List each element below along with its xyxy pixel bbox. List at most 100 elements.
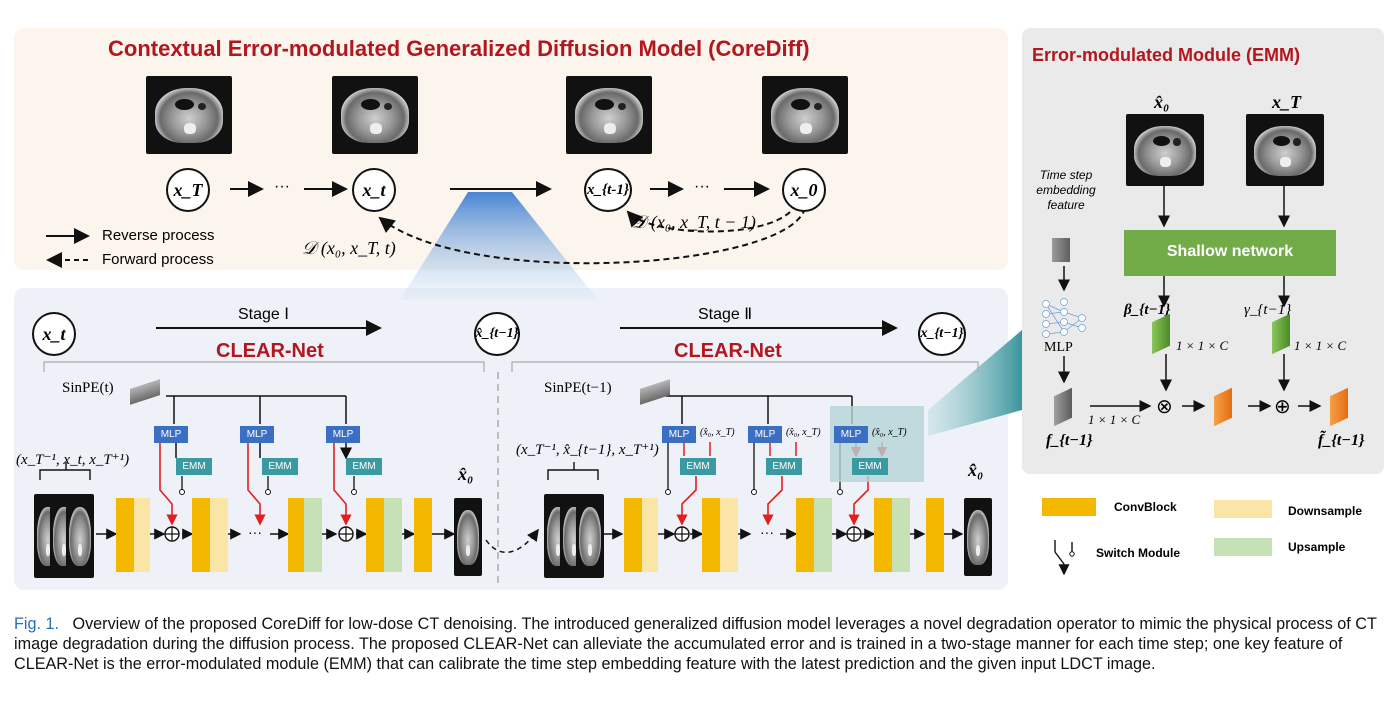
beta-label: β_{t−1} [1124, 302, 1171, 318]
legend-reverse-label: Reverse process [102, 227, 215, 244]
legend-downsample-label: Downsample [1288, 504, 1363, 518]
stage1-convblock-5 [414, 498, 432, 572]
stage1-input-node: x_t [32, 312, 76, 356]
ellipsis-2: ··· [694, 178, 710, 195]
stage2-convblock-3 [796, 498, 814, 572]
gamma-label: γ_{t−1} [1244, 302, 1292, 318]
forward-operator-label-t-1: 𝒟 (x₀, x_T, t − 1) [632, 212, 756, 232]
stage2-upsample-1 [814, 498, 832, 572]
emm-cone-shape [928, 330, 1022, 436]
stage2-ellipsis: ··· [760, 524, 774, 540]
stage1-clear-net-label: CLEAR-Net [216, 340, 324, 362]
stage2-ct-stack-3 [576, 494, 604, 578]
stage2-downsample-1 [642, 498, 658, 572]
stage2-pair-label-2: (x̂₀, x_T) [786, 427, 821, 438]
stage1-ct-stack-3 [66, 494, 94, 578]
legend-downsample-swatch [1214, 500, 1272, 518]
figure-number: Fig. 1. [14, 615, 59, 633]
stage1-upsample-2 [384, 498, 402, 572]
mlp-network-icon [1042, 298, 1086, 338]
oplus-symbol: ⊕ [1274, 396, 1291, 418]
beta-dim-label: 1 × 1 × C [1176, 338, 1229, 353]
stage1-output-ct [454, 498, 482, 576]
stage2-mlp-3: MLP [834, 426, 868, 443]
stage1-input-tuple: (x_T⁻¹, x_t, x_T⁺¹) [16, 452, 130, 468]
figure-caption: Fig. 1. Overview of the proposed CoreDif… [14, 614, 1384, 674]
emm-input-xT-label: x_T [1272, 92, 1301, 112]
stage2-emm-2: EMM [766, 458, 802, 475]
stage2-pair-label-3: (x̂₀, x_T) [872, 427, 907, 438]
node-xt: x_t [352, 168, 396, 212]
stage1-convblock-3 [288, 498, 304, 572]
node-xt-minus-1: x_{t-1} [584, 168, 632, 212]
emm-ct-x0hat [1126, 114, 1204, 186]
stage2-output-label: x̂̂₀ [968, 460, 984, 480]
legend-convblock-swatch [1042, 498, 1096, 516]
legend-upsample-swatch [1214, 538, 1272, 556]
time-step-label: Time step embedding feature [1036, 168, 1096, 212]
stage2-emm-1: EMM [680, 458, 716, 475]
shallow-network-box [1124, 230, 1336, 276]
stage1-mlp-2: MLP [240, 426, 274, 443]
stage2-mlp-2: MLP [748, 426, 782, 443]
legend-forward-label: Forward process [102, 251, 214, 268]
stage1-emm-2: EMM [262, 458, 298, 475]
stage1-label: Stage Ⅰ [238, 306, 289, 323]
ct-image-x0 [762, 76, 848, 154]
stage1-mlp-3: MLP [326, 426, 360, 443]
stage2-clear-net-label: CLEAR-Net [674, 340, 782, 362]
ct-image-xT [146, 76, 232, 154]
stage1-convblock-4 [366, 498, 384, 572]
figure-caption-text: Overview of the proposed CoreDiff for lo… [14, 615, 1377, 673]
f-input-label: f_{t−1} [1046, 432, 1093, 449]
forward-operator-label-t: 𝒟 (x₀, x_T, t) [302, 238, 396, 258]
stage1-emm-1: EMM [176, 458, 212, 475]
stage2-output-ct [964, 498, 992, 576]
stage1-emm-3: EMM [346, 458, 382, 475]
gamma-dim-label: 1 × 1 × C [1294, 338, 1347, 353]
stage1-downsample-1 [134, 498, 150, 572]
emm-input-x0hat-label: x̂₀ [1154, 92, 1170, 112]
ct-image-xt [332, 76, 418, 154]
stage2-mlp-1: MLP [662, 426, 696, 443]
node-x0: x_0 [782, 168, 826, 212]
stage1-convblock-2 [192, 498, 210, 572]
stage1-mlp-1: MLP [154, 426, 188, 443]
stage2-upsample-2 [892, 498, 910, 572]
legend-convblock-label: ConvBlock [1114, 500, 1177, 514]
stage2-convblock-1 [624, 498, 642, 572]
legend-switch-label: Switch Module [1096, 546, 1180, 560]
emm-ct-xT [1246, 114, 1324, 186]
stage1-upsample-1 [304, 498, 322, 572]
legend-upsample-label: Upsample [1288, 540, 1346, 554]
switch-legend-glyph [1054, 540, 1073, 576]
emm-mlp-label: MLP [1044, 340, 1073, 355]
node-xT: x_T [166, 168, 210, 212]
stage2-label: Stage Ⅱ [698, 306, 753, 323]
stage2-output-node: x_{t−1} [918, 312, 966, 356]
stage2-sinpe-label: SinPE(t−1) [544, 380, 612, 396]
stage1-ellipsis: ··· [248, 524, 262, 540]
f-output-label: f̃_{t−1} [1318, 432, 1365, 449]
stage2-convblock-5 [926, 498, 944, 572]
stage1-sinpe-label: SinPE(t) [62, 380, 114, 396]
stage1-convblock-1 [116, 498, 134, 572]
stage2-convblock-4 [874, 498, 892, 572]
stage2-convblock-2 [702, 498, 720, 572]
coreddiff-title: Contextual Error-modulated Generalized D… [108, 36, 810, 61]
stage2-downsample-2 [720, 498, 738, 572]
stage1-downsample-2 [210, 498, 228, 572]
stage2-emm-3: EMM [852, 458, 888, 475]
f-input-dim-label: 1 × 1 × C [1088, 412, 1141, 427]
otimes-symbol: ⊗ [1156, 396, 1173, 418]
shallow-network-label: Shallow network [1166, 243, 1294, 260]
ellipsis-1: ··· [274, 178, 290, 195]
emm-title: Error-modulated Module (EMM) [1032, 45, 1300, 65]
stage1-output-label: x̂₀ [458, 464, 474, 484]
ct-image-xt-1 [566, 76, 652, 154]
cone-shape [400, 192, 598, 300]
stage2-input-tuple: (x_T⁻¹, x̂_{t−1}, x_T⁺¹) [516, 442, 659, 458]
emm-time-embedding-cube [1052, 238, 1070, 262]
stage1-output-node: x̂_{t−1} [474, 312, 520, 356]
